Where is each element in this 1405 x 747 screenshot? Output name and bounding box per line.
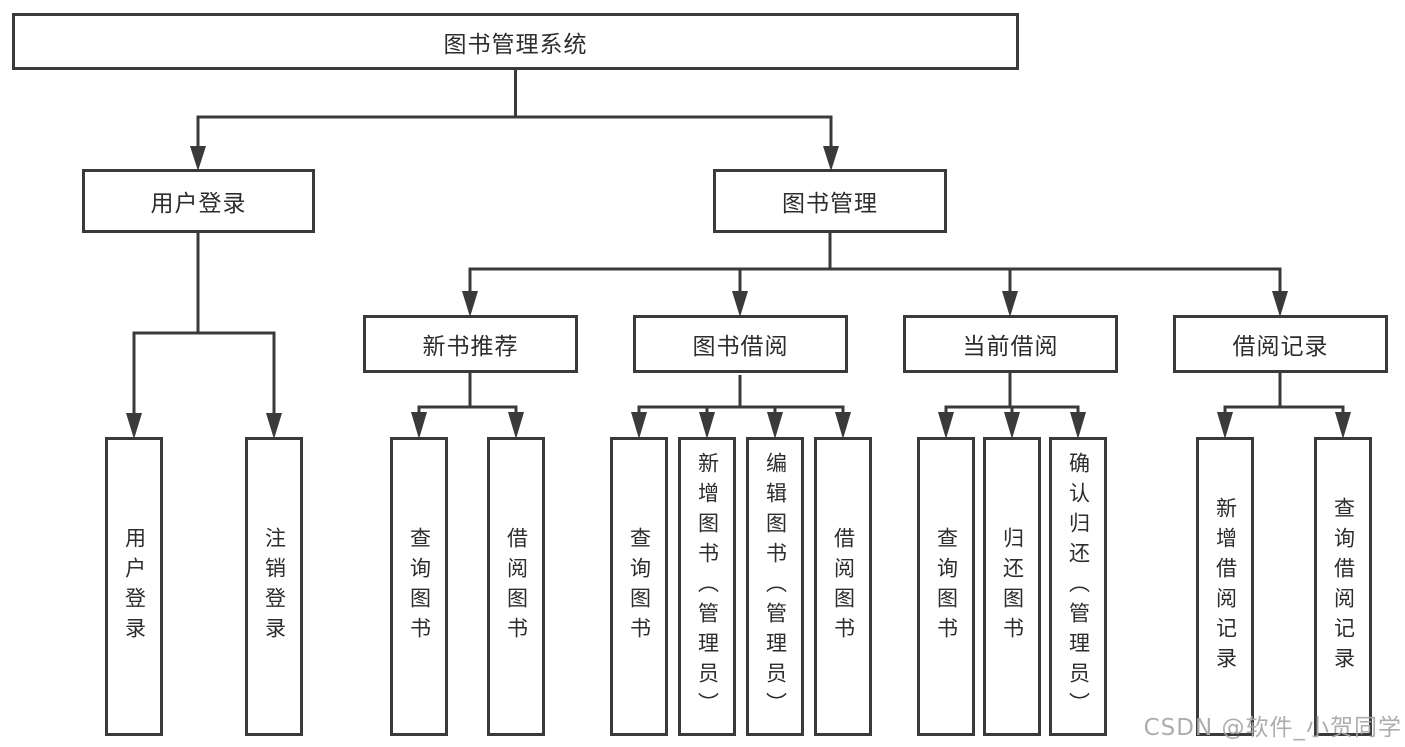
node-borrowing-records: 借阅记录 (1173, 315, 1388, 373)
node-label: 当前借阅 (962, 334, 1059, 360)
leaf-edit-book-admin: 编辑图书（管理员） (746, 437, 804, 736)
node-label: 借阅图书 (831, 526, 856, 647)
leaf-query-books-recommend: 查询图书 (390, 437, 448, 736)
node-label: 新书推荐 (422, 334, 519, 360)
node-label: 借阅记录 (1232, 334, 1329, 360)
leaf-logout: 注销登录 (245, 437, 303, 736)
leaf-query-books-current: 查询图书 (917, 437, 975, 736)
node-label: 查询图书 (627, 526, 652, 647)
leaf-add-book-admin: 新增图书（管理员） (678, 437, 736, 736)
node-book-management: 图书管理 (713, 169, 947, 233)
node-label: 编辑图书（管理员） (763, 451, 788, 722)
node-label: 新增图书（管理员） (695, 451, 720, 722)
node-label: 查询借阅记录 (1331, 496, 1356, 677)
leaf-borrow-books-borrowing: 借阅图书 (814, 437, 872, 736)
node-label: 用户登录 (122, 526, 147, 647)
leaf-user-login: 用户登录 (105, 437, 163, 736)
node-label: 注销登录 (262, 526, 287, 647)
csdn-watermark: CSDN @软件_小贺同学 (1143, 715, 1402, 741)
node-label: 用户登录 (150, 191, 247, 217)
connector-arrowheads (126, 146, 1351, 439)
node-label: 图书管理系统 (443, 31, 588, 58)
node-label: 确认归还（管理员） (1066, 451, 1091, 722)
node-label: 图书借阅 (692, 334, 789, 360)
leaf-query-borrow-record: 查询借阅记录 (1314, 437, 1372, 736)
node-label: 查询图书 (934, 526, 959, 647)
leaf-add-borrow-record: 新增借阅记录 (1196, 437, 1254, 736)
node-user-login: 用户登录 (82, 169, 315, 233)
node-library-management-system: 图书管理系统 (12, 13, 1019, 70)
leaf-confirm-return-admin: 确认归还（管理员） (1049, 437, 1107, 736)
leaf-return-books: 归还图书 (983, 437, 1041, 736)
node-label: 归还图书 (1000, 526, 1025, 647)
node-label: 查询图书 (407, 526, 432, 647)
node-book-borrowing: 图书借阅 (633, 315, 848, 373)
node-label: 图书管理 (782, 191, 878, 217)
node-label: 新增借阅记录 (1213, 496, 1238, 677)
leaf-query-books-borrowing: 查询图书 (610, 437, 668, 736)
leaf-borrow-books-recommend: 借阅图书 (487, 437, 545, 736)
connector-lines (132, 70, 1345, 416)
node-label: 借阅图书 (504, 526, 529, 647)
node-current-borrowing: 当前借阅 (903, 315, 1118, 373)
node-new-book-recommendation: 新书推荐 (363, 315, 578, 373)
